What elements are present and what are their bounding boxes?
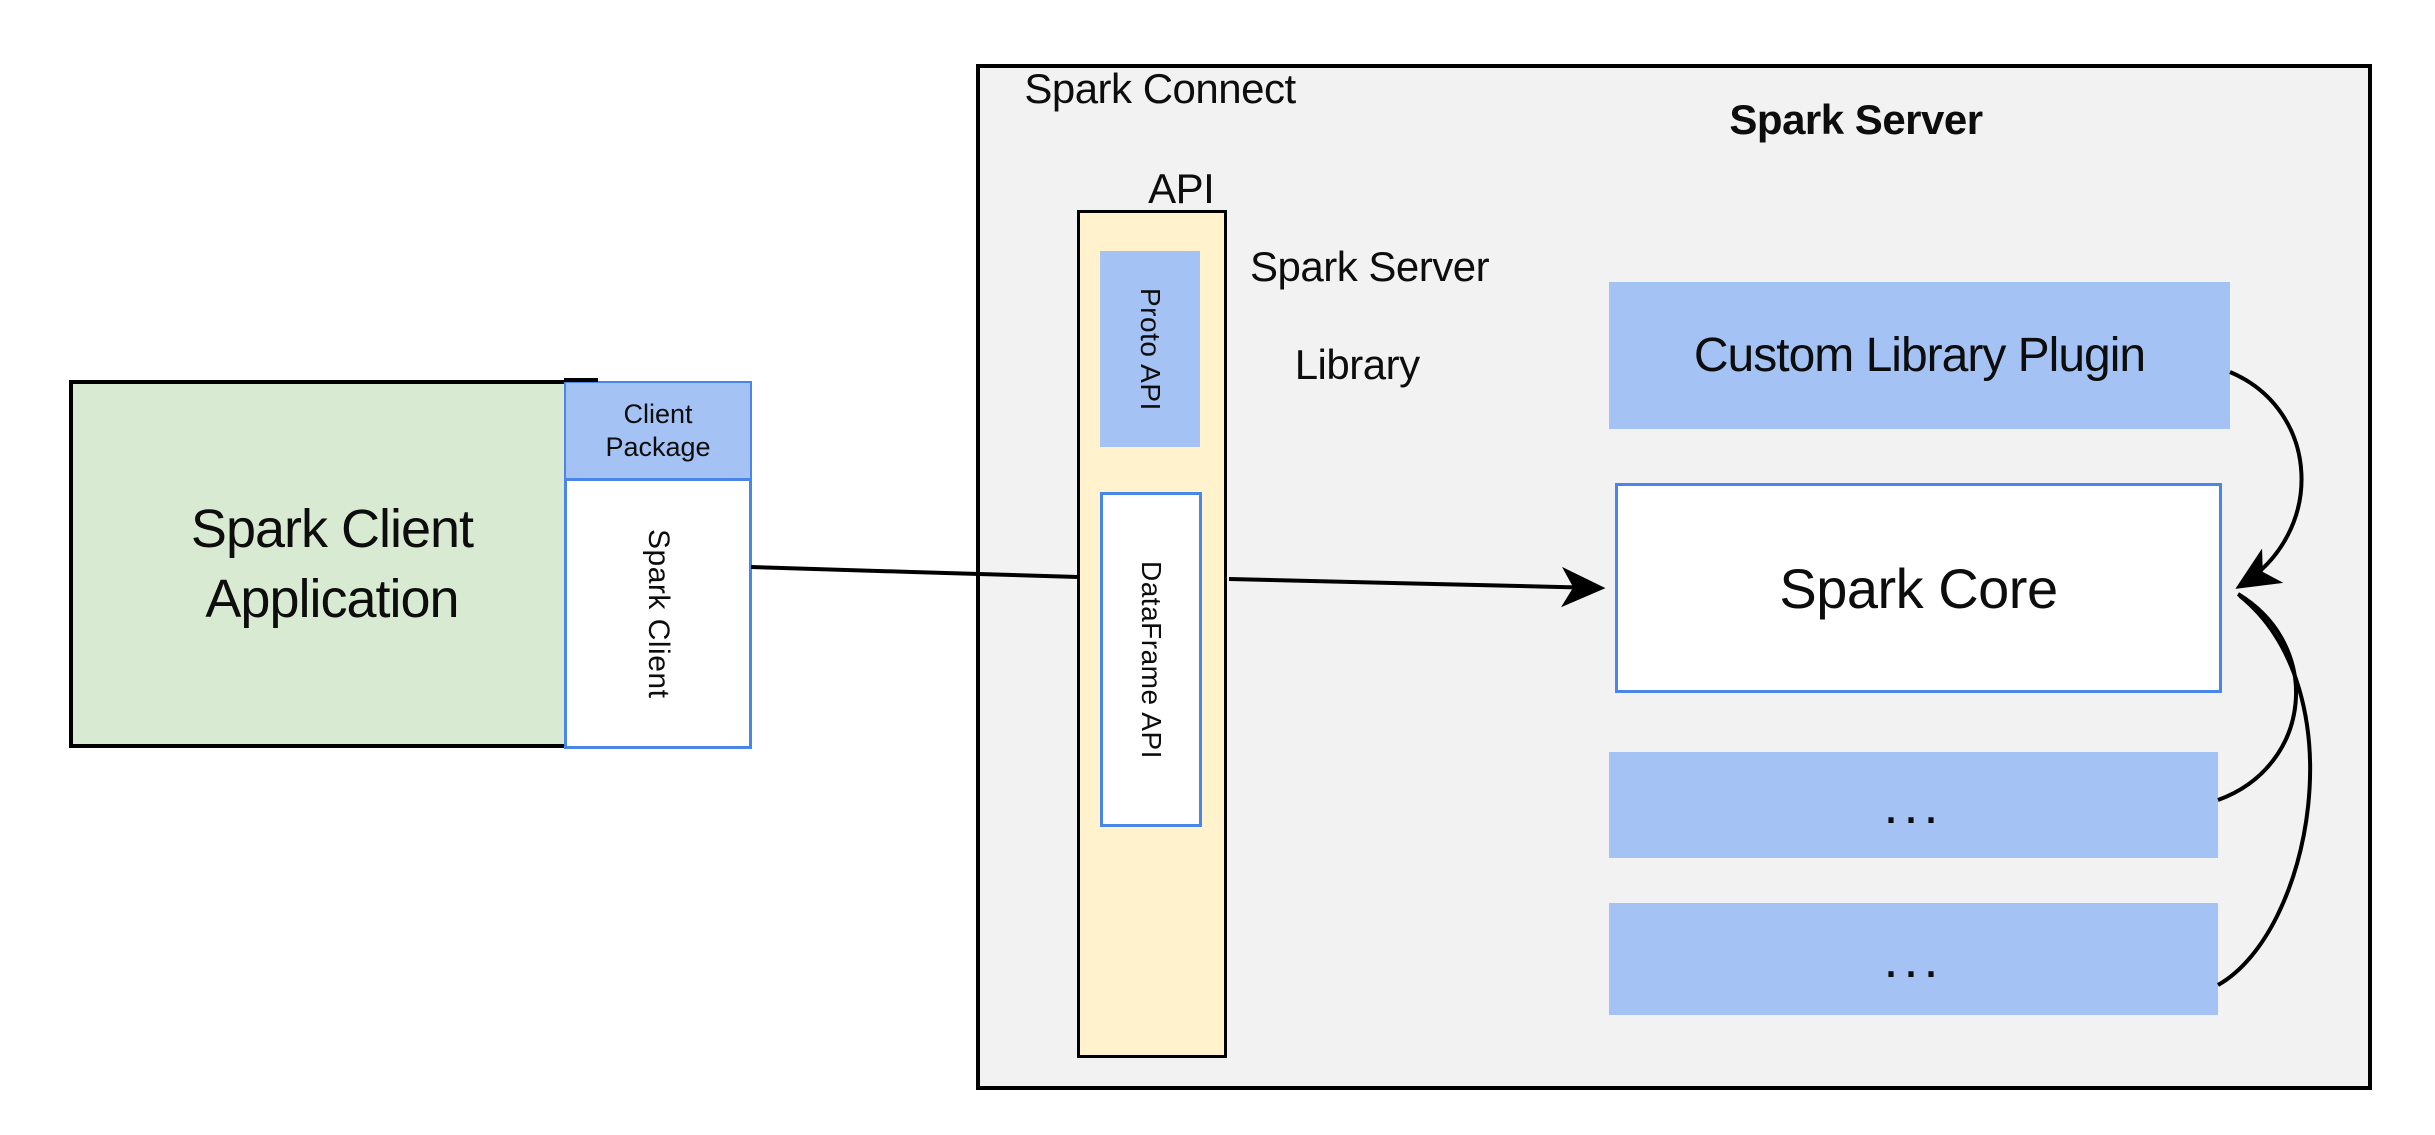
more-plugins-label-1: ... bbox=[1883, 775, 1944, 835]
spark-core-node: Spark Core bbox=[1615, 483, 2222, 693]
spark-client-node: Spark Client bbox=[564, 478, 752, 749]
proto-api-node: Proto API bbox=[1100, 251, 1200, 447]
spark-client-application-line1: Spark Client bbox=[190, 499, 474, 559]
client-package-line1: Client bbox=[623, 398, 693, 429]
custom-library-plugin-label: Custom Library Plugin bbox=[1693, 329, 2146, 382]
custom-library-plugin-node: Custom Library Plugin bbox=[1609, 282, 2230, 429]
spark-connect-api-line1: Spark Connect bbox=[1024, 65, 1296, 112]
dataframe-api-label: DataFrame API bbox=[1136, 560, 1167, 759]
client-box-border-extension bbox=[564, 378, 598, 382]
client-package-line2: Package bbox=[605, 431, 711, 462]
proto-api-label: Proto API bbox=[1135, 287, 1166, 411]
spark-core-label: Spark Core bbox=[1779, 556, 2058, 620]
client-package-label: Client Package bbox=[605, 398, 710, 464]
more-plugins-node-2: ... bbox=[1609, 903, 2218, 1015]
spark-client-application-node: Spark Client Application bbox=[69, 380, 595, 748]
spark-server-library-line1: Spark Server bbox=[1250, 243, 1490, 290]
more-plugins-label-2: ... bbox=[1883, 929, 1944, 989]
spark-client-application-line2: Application bbox=[205, 569, 459, 629]
spark-server-library-line2: Library bbox=[1294, 341, 1420, 388]
spark-server-title: Spark Server bbox=[1729, 96, 1983, 143]
spark-client-application-label: Spark Client Application bbox=[190, 494, 474, 634]
dataframe-api-node: DataFrame API bbox=[1100, 492, 1202, 827]
spark-connect-api-line2: API bbox=[1148, 165, 1215, 212]
client-package-node: Client Package bbox=[564, 381, 752, 480]
more-plugins-node-1: ... bbox=[1609, 752, 2218, 858]
spark-connect-api-label: Spark Connect API bbox=[990, 64, 1330, 214]
spark-server-library-label: Spark Server Library bbox=[1250, 242, 1570, 389]
spark-client-label: Spark Client bbox=[642, 528, 675, 699]
